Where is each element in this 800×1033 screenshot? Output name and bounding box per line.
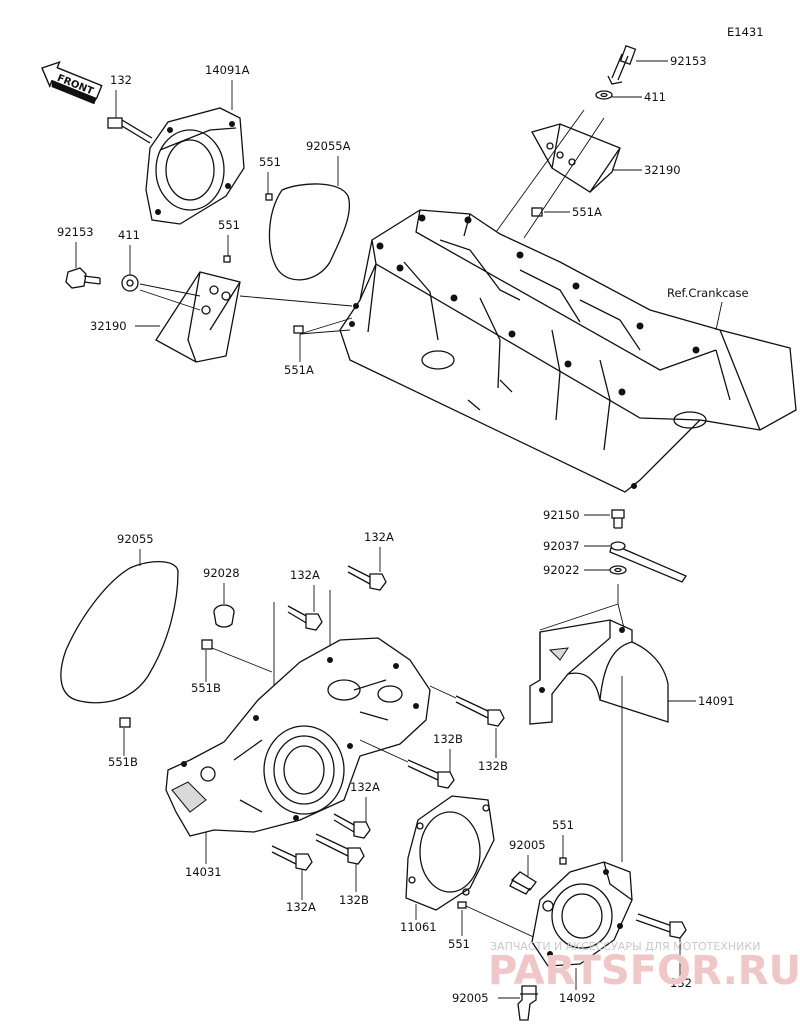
label-92153-top: 92153 <box>670 54 707 68</box>
label-92022: 92022 <box>543 563 580 577</box>
label-32190-top: 32190 <box>644 163 681 177</box>
label-132A-3: 132A <box>350 780 380 794</box>
diagram-code: E1431 <box>727 25 764 39</box>
housing-14092 <box>531 861 633 967</box>
bolt-132-top <box>107 117 153 144</box>
dowel-551-a <box>265 193 273 201</box>
label-92028: 92028 <box>203 566 240 580</box>
label-551-d: 551 <box>552 818 574 832</box>
washer-411-top <box>595 90 613 100</box>
gasket-92055 <box>60 561 179 704</box>
label-14091: 14091 <box>698 694 735 708</box>
label-92037: 92037 <box>543 539 580 553</box>
fitting-92005-1 <box>509 871 537 895</box>
dowel-551-d <box>559 857 567 865</box>
label-132B-3: 132B <box>339 893 369 907</box>
label-132A-2: 132A <box>290 568 320 582</box>
dowel-551-b <box>223 255 231 263</box>
clamp-92037 <box>609 543 687 583</box>
bracket-32190-left <box>155 271 241 363</box>
bolt-132B-3 <box>315 833 365 865</box>
label-411-left: 411 <box>118 228 140 242</box>
label-551B-2: 551B <box>108 755 138 769</box>
label-132-top: 132 <box>110 73 132 87</box>
bolt-92153-left <box>65 267 101 289</box>
label-551A-left: 551A <box>284 363 314 377</box>
watermark-tagline: ЗАПЧАСТИ И АКСЕССУАРЫ ДЛЯ МОТОТЕХНИКИ <box>490 940 760 953</box>
gasket-11061 <box>405 795 495 911</box>
dowel-551B-1 <box>201 639 213 650</box>
label-132A-4: 132A <box>286 900 316 914</box>
label-92005-1: 92005 <box>509 838 546 852</box>
bolt-132A-4 <box>271 845 313 871</box>
gasket-92055A <box>268 183 350 281</box>
bolt-132A-2 <box>287 605 323 631</box>
bushing-92028 <box>213 604 235 628</box>
label-551B-1: 551B <box>191 681 221 695</box>
label-14031: 14031 <box>185 865 222 879</box>
cover-14091 <box>529 619 669 725</box>
dowel-551A-left <box>293 325 304 334</box>
label-92055: 92055 <box>117 532 154 546</box>
label-92005-2: 92005 <box>452 991 489 1005</box>
label-551-a: 551 <box>259 155 281 169</box>
label-551-b: 551 <box>218 218 240 232</box>
bolt-132-bottom <box>635 913 687 939</box>
label-14091A: 14091A <box>205 63 250 77</box>
label-92055A: 92055A <box>306 139 351 153</box>
bolt-92153-top <box>607 44 637 85</box>
label-551A-top: 551A <box>572 205 602 219</box>
watermark-brand: PARTSFOR.RU <box>488 948 800 994</box>
washer-411-left <box>121 274 139 292</box>
label-551-c: 551 <box>448 937 470 951</box>
label-132-bottom: 132 <box>670 976 692 990</box>
fitting-92005-2 <box>517 985 538 1021</box>
label-11061: 11061 <box>400 920 437 934</box>
dowel-551B-2 <box>119 717 131 728</box>
label-132B-2: 132B <box>433 732 463 746</box>
ref-crankcase-label: Ref.Crankcase <box>667 286 749 300</box>
crankcase-ref <box>339 209 797 493</box>
bolt-132B-1 <box>455 695 505 727</box>
bracket-32190-top <box>531 123 621 193</box>
cover-14091A <box>145 107 245 225</box>
cover-14031 <box>165 637 431 837</box>
label-92153-left: 92153 <box>57 225 94 239</box>
front-arrow-icon: FRONT <box>41 60 103 105</box>
label-32190-left: 32190 <box>90 319 127 333</box>
label-132B-1: 132B <box>478 759 508 773</box>
bolt-132B-2 <box>407 759 455 789</box>
label-14092: 14092 <box>559 991 596 1005</box>
bolt-132A-3 <box>333 813 371 839</box>
bolt-92150 <box>611 509 625 529</box>
washer-92022 <box>609 565 627 575</box>
bolt-132A-1 <box>347 565 387 591</box>
dowel-551-c <box>457 901 467 909</box>
label-132A-1: 132A <box>364 530 394 544</box>
label-92150: 92150 <box>543 508 580 522</box>
label-411-top: 411 <box>644 90 666 104</box>
dowel-551A-top <box>531 207 543 217</box>
